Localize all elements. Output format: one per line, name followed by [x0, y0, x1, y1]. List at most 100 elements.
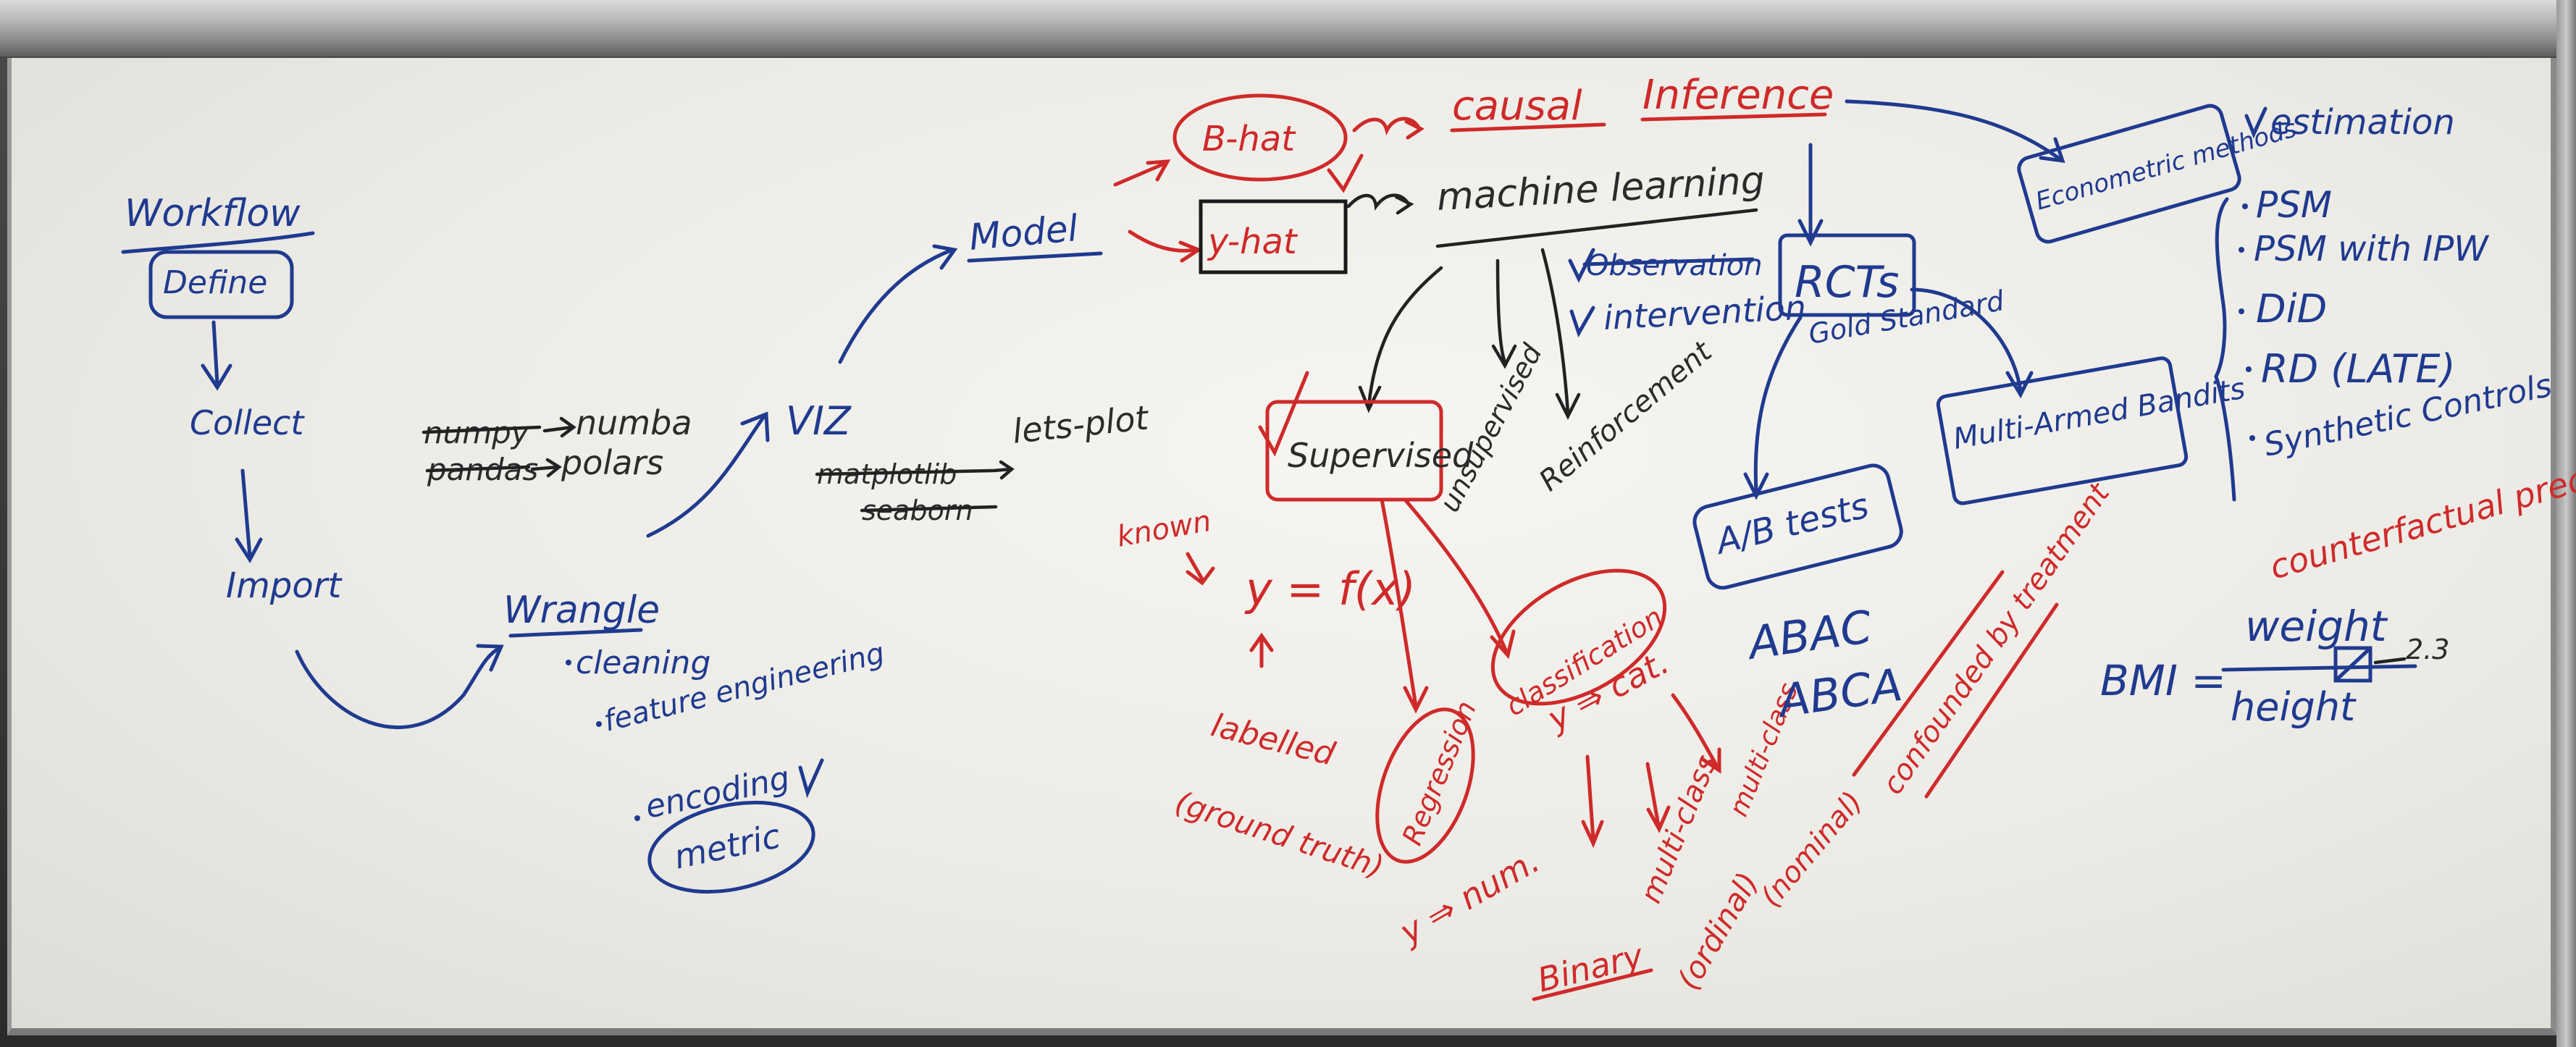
bmi-lhs: BMI =: [2100, 656, 2226, 705]
model-underline: [967, 251, 1103, 263]
bmi-exponent: 2.3: [2406, 634, 2449, 665]
arrow-ml-reinforcement: [1540, 248, 1581, 421]
equation-label: y = f(x): [1244, 563, 1416, 615]
arrow-cat-multiclass-2: [1671, 693, 1721, 774]
estimation-label: estimation: [2270, 102, 2455, 143]
arrow-wrangle-viz: [646, 411, 770, 538]
wrangle-item-cleaning: cleaning: [576, 644, 710, 681]
ground-truth-label: (ground truth): [1171, 784, 1388, 885]
intervention-label: intervention: [1603, 287, 1807, 337]
wrangle-item-metric: metric: [671, 816, 784, 877]
regression-ellipse: [1375, 707, 1475, 864]
strike-matplotlib: [815, 468, 994, 476]
confounded-label: confounded by treatment: [1876, 476, 2117, 800]
arrow-numpy-numba: [542, 416, 576, 438]
arrow-model-yhat: [1128, 230, 1203, 263]
bullet: [2239, 247, 2244, 253]
reinforcement-label: Reinforcement: [1533, 335, 1719, 498]
arrow-cat-multiclass: [1645, 762, 1671, 833]
arrow-yhat-ml: [1346, 193, 1414, 215]
wrangle-underline: [508, 628, 643, 638]
arrow-model-bhat: [1113, 159, 1171, 187]
nominal-label: (nominal): [1754, 786, 1869, 914]
workflow-underline: [121, 231, 315, 254]
arrow-inference-econometric: [1845, 99, 2065, 164]
yhat-check: [1327, 154, 1364, 193]
bullet: [2246, 366, 2252, 372]
supervised-label: Supervised: [1288, 436, 1474, 475]
causal-underline: [1450, 122, 1606, 133]
bmi-numerator: weight: [2245, 602, 2388, 651]
arrow-matplotlib-letsplot: [991, 460, 1015, 480]
metric-circle: [647, 800, 815, 894]
rcts-box: [1778, 233, 1916, 317]
ordinal-label: (ordinal): [1670, 866, 1765, 996]
bhat-label: B-hat: [1202, 119, 1296, 159]
ml-label: machine learning: [1436, 159, 1766, 219]
yhat-box: [1199, 199, 1348, 274]
check-intervention: [1569, 306, 1595, 338]
strike-confounded-2: [1924, 602, 2059, 799]
wrangle-item-encoding: encoding: [642, 760, 793, 826]
lib-lets-plot: lets-plot: [1011, 398, 1151, 451]
strike-confounded-1: [1852, 570, 2005, 777]
supervised-box: [1265, 400, 1443, 502]
arrow-collect-import: [235, 468, 263, 563]
bullet: [2239, 308, 2244, 314]
bullet: [2242, 203, 2248, 209]
bandits-label: Multi-Armed Bandits: [1951, 372, 2248, 456]
ml-underline: [1435, 208, 1758, 248]
arrow-ml-supervised: [1358, 266, 1443, 413]
causal-label: causal: [1452, 83, 1582, 130]
define-box: [148, 250, 294, 319]
arrow-supervised-regression: [1380, 497, 1429, 714]
inference-label: Inference: [1642, 72, 1834, 119]
bmi-fraction-bar: [2221, 664, 2417, 672]
arrow-pandas-polars: [530, 458, 562, 478]
unsupervised-label: unsupervised: [1433, 338, 1548, 517]
whiteboard-surface: [7, 58, 2558, 1035]
arrow-bhat-causal: [1352, 117, 1425, 140]
arrow-define-collect: [201, 320, 232, 391]
binary-underline: [1532, 968, 1653, 1001]
arrow-inference-rcts: [1797, 143, 1824, 247]
strike-pandas: [425, 465, 531, 473]
bullet: [596, 721, 602, 727]
methods-brace: [2214, 197, 2236, 502]
arrow-supervised-classification: [1403, 497, 1516, 660]
binary-label: Binary: [1534, 935, 1648, 999]
arrow-cat-binary: [1581, 754, 1604, 849]
check-observation: [1568, 248, 1595, 283]
whiteboard-right-rail: [2556, 0, 2576, 1047]
arrow-viz-model: [838, 244, 958, 364]
arrow-rcts-ab: [1743, 316, 1802, 500]
methods-list: PSM PSM with IPW DiD RD (LATE) Synthetic…: [2239, 184, 2555, 464]
whiteboard-top-rail: [0, 0, 2576, 56]
method-psm: PSM: [2256, 184, 2332, 226]
labelled-label: labelled: [1207, 707, 1339, 773]
arrow-import-wrangle: [295, 644, 504, 729]
model-label: Model: [968, 207, 1080, 258]
workflow-collect: Collect: [190, 403, 305, 442]
arrow-known: [1186, 552, 1215, 586]
method-psm-ipw: PSM with IPW: [2254, 229, 2489, 269]
supervised-check: [1258, 371, 1309, 457]
rcts-label: RCTs: [1795, 257, 1899, 308]
lib-numba: numba: [576, 403, 692, 442]
arrow-labelled: [1249, 632, 1274, 668]
bmi-arrow: [2373, 657, 2407, 665]
regression-label: Regression: [1396, 697, 1483, 850]
arrow-ml-unsupervised: [1491, 258, 1517, 369]
bandits-box: [1936, 356, 2189, 505]
method-did: DiD: [2256, 286, 2327, 332]
bullet: [566, 660, 571, 665]
workflow-import: Import: [226, 565, 343, 606]
workflow-wrangle: Wrangle: [503, 589, 660, 632]
ab-tests-box: [1692, 463, 1903, 590]
strike-observation: [1582, 257, 1755, 266]
known-label: known: [1115, 505, 1214, 554]
method-rd: RD (LATE): [2261, 346, 2456, 392]
bmi-crossed-exponent: [2333, 646, 2372, 683]
lib-polars: polars: [561, 443, 663, 482]
